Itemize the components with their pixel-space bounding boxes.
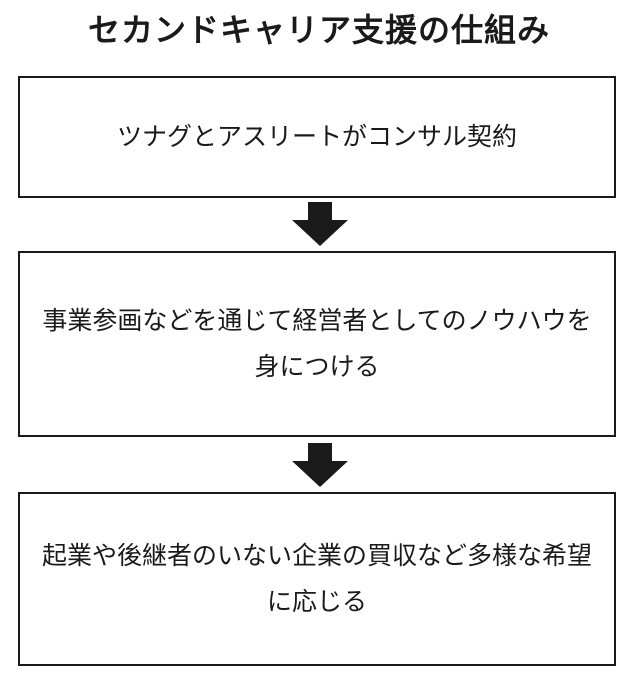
step-box-2: 事業参画などを通じて経営者としてのノウハウを身につける <box>18 251 616 437</box>
diagram-title: セカンドキャリア支援の仕組み <box>87 11 550 49</box>
down-arrow-icon <box>292 443 348 487</box>
step-text-1: ツナグとアスリートがコンサル契約 <box>116 122 517 151</box>
step-box-1: ツナグとアスリートがコンサル契約 <box>18 76 616 198</box>
step-text-3: 起業や後継者のいない企業の買収など多様な希望に応じる <box>41 541 592 616</box>
step-text-2: 事業参画などを通じて経営者としてのノウハウを身につける <box>42 306 592 381</box>
step-box-3: 起業や後継者のいない企業の買収など多様な希望に応じる <box>18 492 616 666</box>
down-arrow-icon <box>292 202 348 246</box>
